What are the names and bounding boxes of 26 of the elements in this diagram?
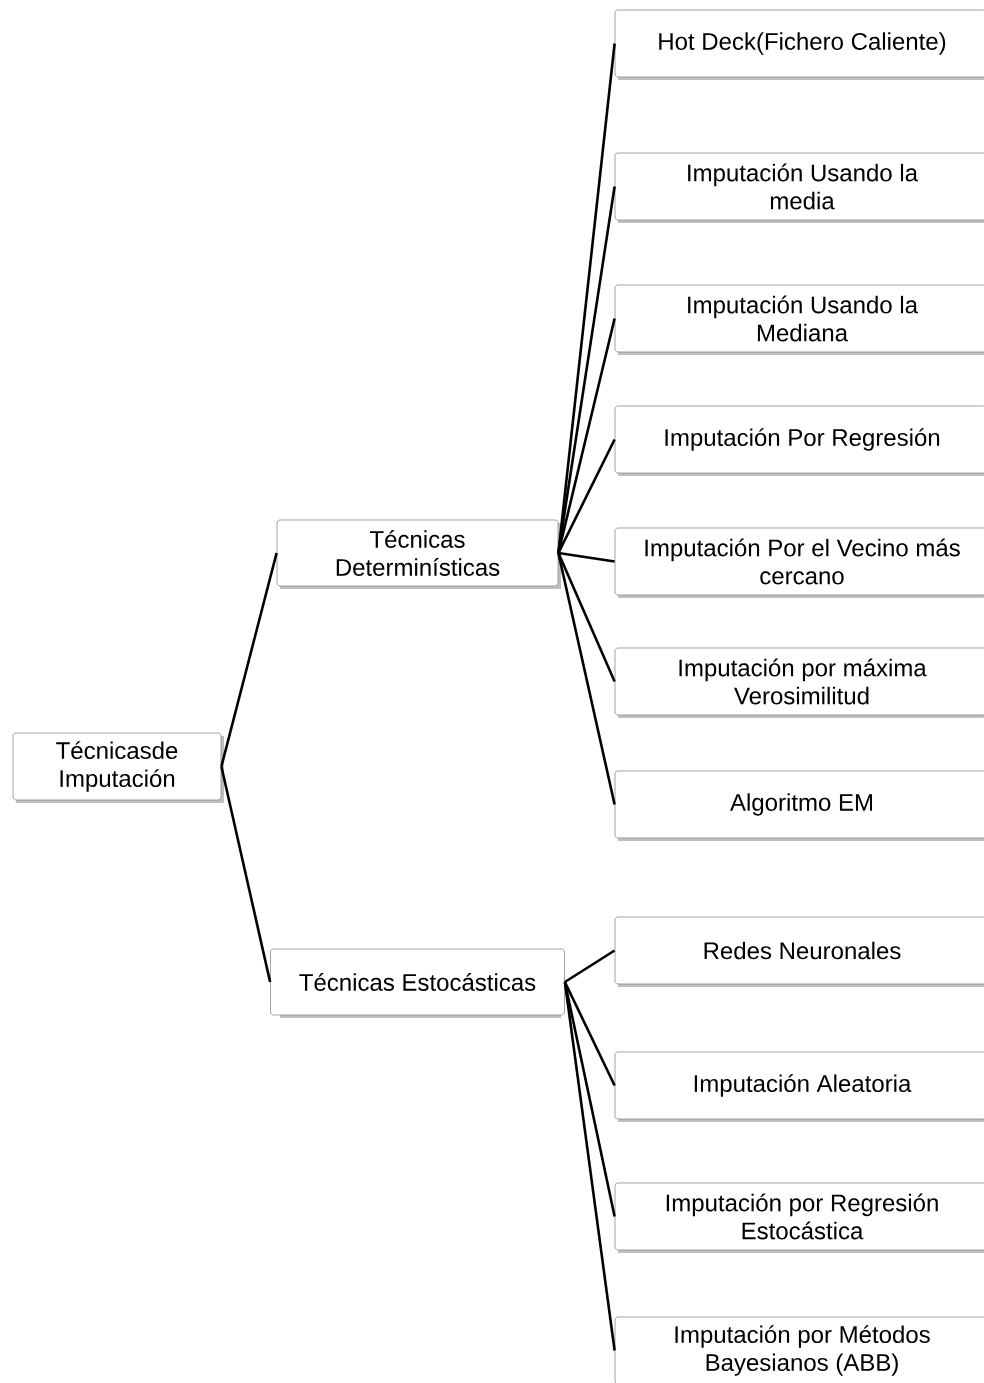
text-box: Imputación por Regresión Estocástica — [614, 1182, 984, 1253]
connector-line — [557, 186, 616, 554]
connector-line — [220, 552, 278, 767]
connector-line — [558, 551, 615, 563]
connector-line — [563, 981, 616, 1351]
connector-line — [564, 949, 616, 984]
text-box: Imputación por Métodos Bayesianos (ABB) — [614, 1316, 984, 1383]
text-box: Imputación Por Regresión — [614, 405, 984, 476]
text-box: Técnicas Estocásticas — [270, 948, 565, 1018]
text-box: Técnicasde Imputación — [12, 732, 224, 803]
connector-line — [557, 318, 616, 554]
text-box: Imputación Aleatoria — [614, 1051, 984, 1122]
connector-line — [563, 981, 616, 1217]
text-box: Hot Deck(Fichero Caliente) — [614, 9, 984, 80]
connector-line — [563, 981, 616, 1087]
connector-line — [557, 438, 616, 554]
connector-line — [557, 552, 616, 682]
text-box: Algoritmo EM — [614, 770, 984, 841]
text-box: Técnicas Determinísticas — [276, 519, 561, 589]
text-box: Imputación Por el Vecino más cercano — [614, 527, 984, 598]
connector-line — [557, 552, 616, 805]
text-box: Imputación por máxima Verosimilitud — [614, 647, 984, 718]
text-box: Redes Neuronales — [614, 916, 984, 987]
text-box: Imputación Usando la Mediana — [614, 284, 984, 355]
connector-line — [220, 766, 272, 983]
text-box: Imputación Usando la media — [614, 152, 984, 223]
